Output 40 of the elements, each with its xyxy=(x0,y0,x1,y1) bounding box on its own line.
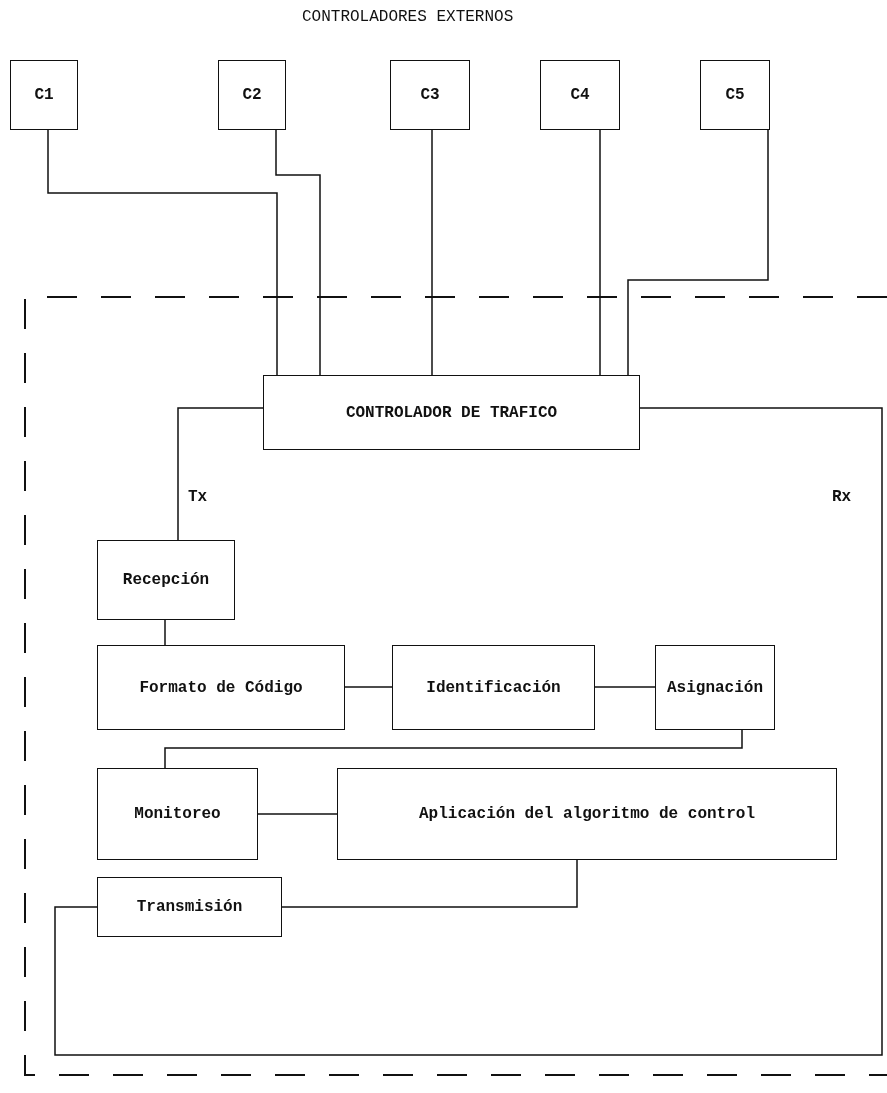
process-box xyxy=(97,877,282,937)
process-box xyxy=(337,768,837,860)
box-label: C2 xyxy=(242,86,262,104)
process-box xyxy=(97,768,258,860)
box-label: Transmisión xyxy=(136,898,243,916)
process-box xyxy=(390,60,470,130)
connector-line xyxy=(177,407,264,541)
process-box xyxy=(540,60,620,130)
connector-line xyxy=(431,129,433,376)
box-label: Asignación xyxy=(667,678,763,697)
box-label: C3 xyxy=(420,86,440,104)
connector-line xyxy=(47,129,278,376)
process-box xyxy=(392,645,595,730)
box-label: C5 xyxy=(725,86,745,104)
connector-line xyxy=(164,619,166,646)
process-box xyxy=(263,375,640,450)
box-label: C4 xyxy=(570,86,590,104)
box-label: Recepción xyxy=(122,571,210,589)
connector-line xyxy=(54,407,883,1056)
box-label: CONTROLADOR DE TRAFICO xyxy=(345,403,558,422)
box-label: Aplicación del algoritmo de control xyxy=(418,805,756,823)
box-label: C1 xyxy=(34,86,54,104)
process-box xyxy=(655,645,775,730)
connector-line xyxy=(594,686,656,688)
process-box xyxy=(700,60,770,130)
process-box xyxy=(218,60,286,130)
connector-line xyxy=(627,129,769,376)
connector-line xyxy=(281,859,578,908)
box-label: Monitoreo xyxy=(134,805,221,823)
box-label: Identificación xyxy=(426,678,561,697)
connector-line xyxy=(257,813,338,815)
process-box xyxy=(97,645,345,730)
connector-line xyxy=(164,729,743,769)
connector-line xyxy=(599,129,601,376)
connector-line xyxy=(344,686,393,688)
diagram-title: CONTROLADORES EXTERNOS xyxy=(302,8,514,26)
connector-line xyxy=(275,129,321,376)
box-label: Formato de Código xyxy=(139,678,303,697)
process-box xyxy=(97,540,235,620)
process-box xyxy=(10,60,78,130)
